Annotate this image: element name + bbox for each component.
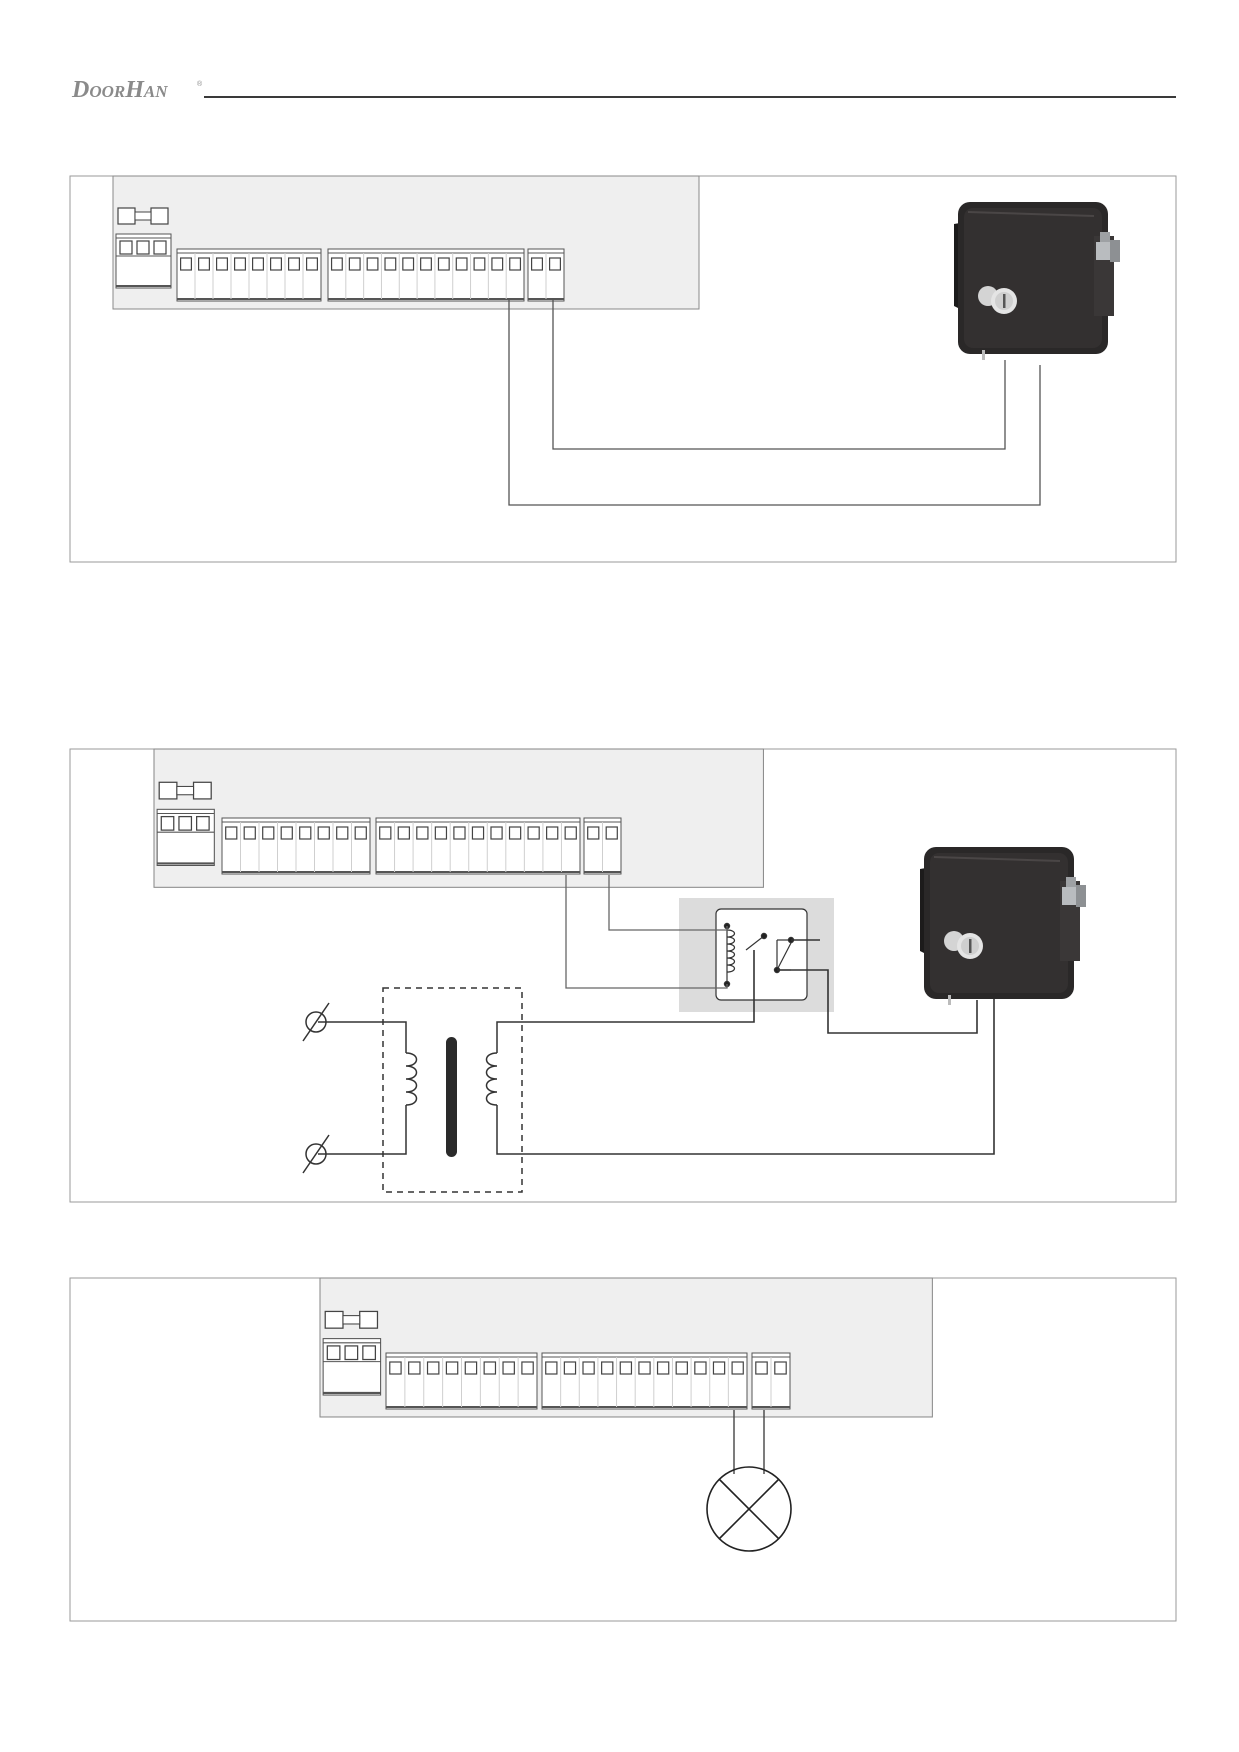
terminal-screw <box>483 1361 497 1375</box>
svg-text:DOORHAN: DOORHAN <box>71 77 168 103</box>
terminal-screw <box>434 826 448 840</box>
terminal-screw <box>601 1361 614 1375</box>
wiring <box>560 875 995 1155</box>
terminal-screw <box>453 826 466 840</box>
terminal-screw <box>348 257 361 271</box>
terminal-blocks <box>176 248 565 302</box>
svg-text:®: ® <box>197 80 203 88</box>
electric-lock <box>954 202 1120 360</box>
wiring <box>733 1410 765 1474</box>
ac-input-terminal <box>302 1002 330 1042</box>
terminal-screw <box>473 257 486 271</box>
relay <box>679 898 834 1012</box>
terminal-screw <box>582 1361 595 1375</box>
terminal-screw <box>712 1361 726 1375</box>
terminal-screw <box>509 257 522 271</box>
terminal-screw <box>638 1361 651 1375</box>
terminal-screw <box>420 257 432 271</box>
terminal-screw <box>656 1361 670 1375</box>
terminal-screw <box>379 826 392 840</box>
terminal-screw <box>317 826 330 840</box>
terminal-screw <box>530 257 543 271</box>
terminal-screw <box>774 1361 787 1375</box>
terminal-screw <box>402 257 415 271</box>
terminal-screw <box>198 257 211 271</box>
terminal-screw <box>564 826 577 840</box>
terminal-screw <box>619 1361 633 1375</box>
terminal-screw <box>437 257 450 271</box>
terminal-screw <box>354 826 367 840</box>
terminal-screw <box>546 826 559 840</box>
terminal-screw <box>502 1361 515 1375</box>
terminal-screw <box>416 826 429 840</box>
terminal-screw <box>389 1361 402 1375</box>
figure-lock-via-relay <box>69 747 1177 1203</box>
figure-lock-direct <box>69 175 1177 563</box>
terminal-screw <box>490 826 503 840</box>
terminal-screw <box>508 826 522 840</box>
electric-lock <box>920 847 1086 1005</box>
terminal-screw <box>280 826 293 840</box>
terminal-screw <box>234 257 247 271</box>
terminal-screw <box>366 257 379 271</box>
brand-logo: DOORHAN ® <box>71 77 203 103</box>
terminal-screw <box>731 1361 744 1375</box>
terminal-screw <box>216 257 229 271</box>
terminal-screw <box>755 1361 768 1375</box>
terminal-screw <box>527 826 540 840</box>
terminal-screw <box>426 1361 440 1375</box>
terminal-screw <box>675 1361 688 1375</box>
terminal-screw <box>464 1361 478 1375</box>
terminal-screw <box>336 826 349 840</box>
transformer <box>302 987 560 1193</box>
terminal-screw <box>471 826 485 840</box>
terminal-screw <box>180 257 193 271</box>
terminal-screw <box>262 826 275 840</box>
terminal-screw <box>288 257 301 271</box>
figure-signal-lamp <box>69 1276 1177 1622</box>
header: DOORHAN ® <box>71 77 1176 103</box>
terminal-screw <box>545 1361 558 1375</box>
terminal-screw <box>548 257 561 271</box>
ac-input-terminal <box>302 1134 330 1174</box>
terminal-blocks <box>385 1352 791 1410</box>
terminal-screw <box>252 257 265 271</box>
terminal-screw <box>306 257 319 271</box>
terminal-screw <box>491 257 504 271</box>
terminal-screw <box>397 826 410 840</box>
wiring <box>508 298 1041 506</box>
terminal-screw <box>563 1361 577 1375</box>
terminal-screw <box>299 826 312 840</box>
terminal-screw <box>330 257 343 271</box>
terminal-screw <box>243 826 256 840</box>
terminal-screw <box>408 1361 421 1375</box>
terminal-blocks <box>221 817 622 875</box>
terminal-screw <box>384 257 397 271</box>
lamp <box>706 1466 792 1552</box>
terminal-screw <box>225 826 238 840</box>
terminal-screw <box>587 826 600 840</box>
terminal-screw <box>455 257 468 271</box>
terminal-screw <box>270 257 283 271</box>
terminal-screw <box>694 1361 707 1375</box>
terminal-screw <box>445 1361 459 1375</box>
terminal-screw <box>605 826 618 840</box>
terminal-screw <box>521 1361 534 1375</box>
